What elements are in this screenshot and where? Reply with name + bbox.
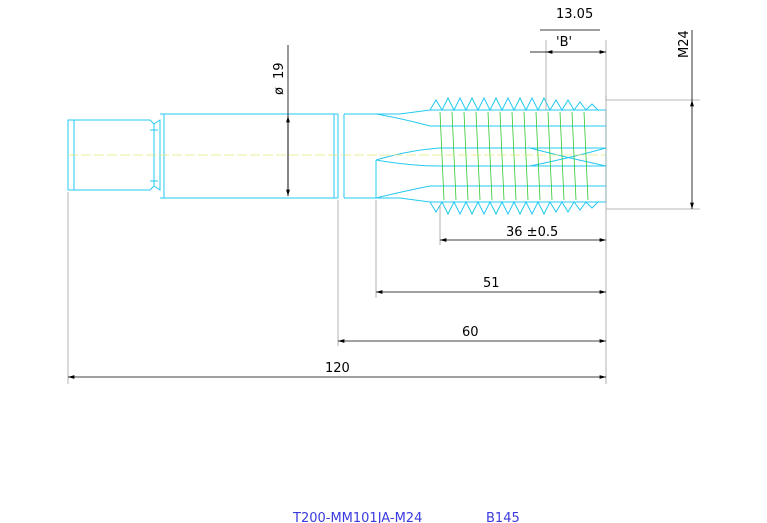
shank-diameter-label: ø 19 [272, 62, 287, 95]
thread-size-label: M24 [677, 30, 692, 58]
view-label-b: 'B' [556, 35, 572, 50]
overall-length-label: 120 [325, 361, 350, 376]
shank-to-end-label: 60 [462, 325, 479, 340]
flute-length-label: 51 [483, 276, 500, 291]
extension-lines [67, 40, 700, 384]
chamfer-offset-label: 13.05 [556, 7, 593, 22]
thread-length-label: 36 ±0.5 [506, 225, 558, 240]
svg-text:19: 19 [272, 62, 287, 79]
drawing-code: B145 [486, 511, 520, 523]
tap-outline [67, 109, 607, 203]
svg-text:ø: ø [272, 87, 287, 95]
thread-profile [429, 96, 599, 216]
dimension-lines [68, 29, 694, 379]
thread-roots [439, 111, 589, 201]
part-number: T200-MM101JA-M24 [292, 511, 422, 523]
